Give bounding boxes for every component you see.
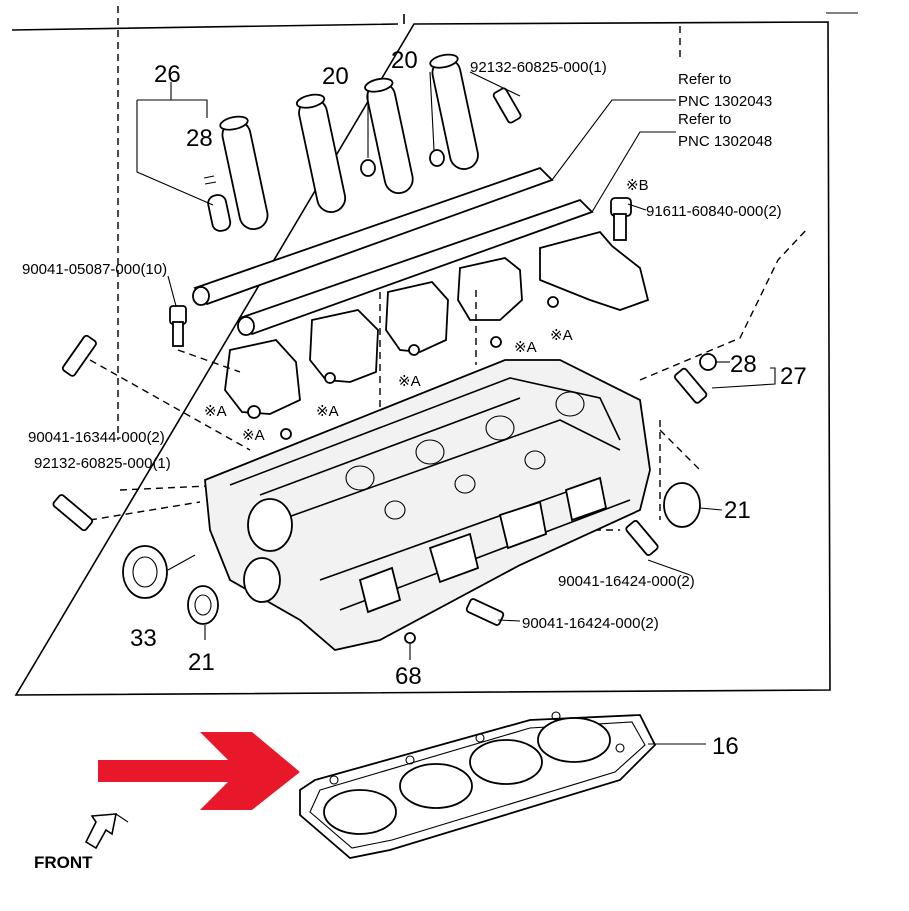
valve-guide-tubes [203,53,479,232]
refer-to-label-1: Refer to [678,71,731,88]
part-number-92132-top: 92132-60825-000(1) [470,59,607,76]
mark-a-6: ※A [242,427,265,444]
front-label: FRONT [34,853,93,872]
callout-28-right: 28 [730,351,757,378]
callout-27: 27 [780,363,807,390]
callout-68: 68 [395,663,422,690]
rocker-arms [224,230,650,440]
diagram-frame [11,6,858,696]
refer-pnc-1302043: PNC 1302043 [678,93,772,110]
mark-a-1: ※A [550,327,573,344]
refer-pnc-1302048: PNC 1302048 [678,133,772,150]
part-number-91611: 91611-60840-000(2) [646,203,782,220]
callout-26: 26 [154,61,181,88]
callout-28-top: 28 [186,125,213,152]
rocker-shafts [192,99,676,336]
part-number-90041-16424-right: 90041-16424-000(2) [558,573,695,590]
part-number-90041-16344: 90041-16344-000(2) [28,429,165,446]
front-arrow-icon [84,813,129,850]
seals-plugs [122,353,776,660]
part-number-90041-16424-bottom: 90041-16424-000(2) [522,615,659,632]
callout-21-right: 21 [724,497,751,524]
mark-a-4: ※A [316,403,339,420]
mark-a-2: ※A [514,339,537,356]
part-number-92132-left: 92132-60825-000(1) [34,455,171,472]
refer-to-label-2: Refer to [678,111,731,128]
callout-21-left: 21 [188,649,215,676]
callout-20-left: 20 [322,63,349,90]
bolt-91611 [610,197,647,241]
callout-20-right: 20 [391,47,418,74]
head-gasket [299,711,706,859]
part-number-90041-05087: 90041-05087-000(10) [22,261,167,278]
mark-a-5: ※A [204,403,227,420]
callout-16: 16 [712,733,739,760]
mark-a-3: ※A [398,373,421,390]
red-pointer-arrow [98,732,300,810]
callout-33: 33 [130,625,157,652]
mark-b: ※B [626,177,649,194]
cylinder-head [204,359,651,651]
